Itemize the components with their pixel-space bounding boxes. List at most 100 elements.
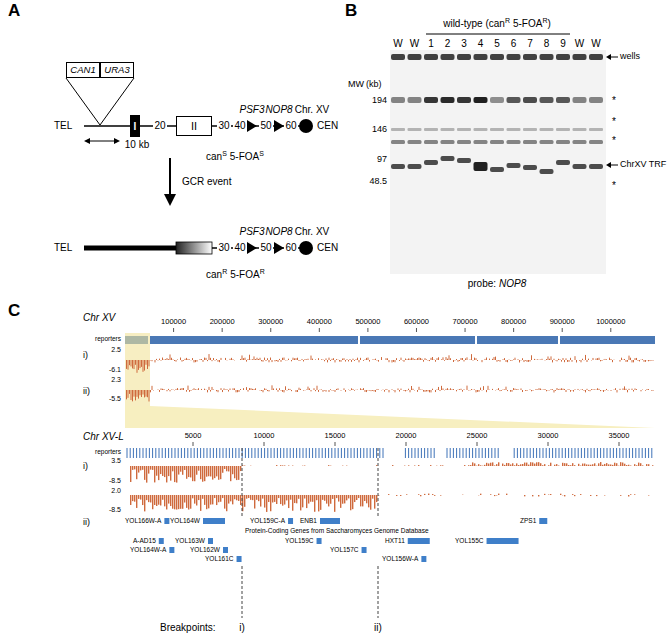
signal-bar: [576, 360, 577, 362]
signal-bar: [206, 389, 207, 390]
axis-tick: [548, 442, 549, 446]
reporter-tick: [549, 448, 550, 458]
gene-label: A-AD15: [133, 537, 156, 544]
signal-bar: [174, 360, 175, 361]
signal-bar: [203, 360, 204, 362]
signal-bar: [230, 466, 231, 481]
signal-bar: [366, 495, 367, 503]
signal-bar: [131, 360, 132, 366]
trf-band: [441, 156, 455, 161]
signal-bar: [554, 465, 555, 466]
signal-bar: [444, 390, 445, 391]
signal-bar: [342, 495, 343, 504]
signal-bar: [534, 359, 535, 360]
signal-bar: [137, 360, 138, 373]
well-band: [408, 54, 422, 60]
signal-bar: [624, 359, 625, 360]
signal-bar: [250, 465, 251, 466]
label: (kb): [366, 80, 382, 90]
well-band: [556, 54, 570, 60]
reporter-tick: [322, 448, 323, 458]
signal-bar: [258, 359, 259, 360]
signal-bar: [312, 495, 313, 502]
gene-box: I: [130, 115, 140, 137]
signal-bar: [484, 465, 485, 466]
signal-bar: [377, 360, 378, 362]
signal-bar: [423, 390, 424, 392]
signal-bar: [368, 495, 369, 507]
signal-bar: [159, 359, 160, 360]
signal-bar: [408, 389, 409, 390]
signal-bar: [282, 390, 283, 392]
signal-bar: [162, 389, 163, 390]
signal-bar: [422, 389, 423, 391]
signal-bar: [264, 495, 265, 508]
reporter-tick: [619, 448, 620, 458]
signal-bar: [198, 388, 199, 390]
signal-bar: [288, 495, 289, 508]
signal-bar: [428, 360, 429, 362]
reporter-tick: [546, 448, 547, 458]
signal-bar: [422, 359, 423, 360]
reporter-tick: [306, 448, 307, 458]
reporter-tick: [187, 448, 188, 458]
signal-bar: [538, 495, 539, 496]
signal-bar: [436, 465, 437, 466]
scale-arrow: [88, 141, 116, 142]
reporter-tick: [610, 448, 611, 458]
signal-bar: [537, 359, 538, 361]
signal-bar: [368, 358, 369, 360]
label: GCR event: [182, 176, 231, 187]
signal-bar: [338, 359, 339, 360]
signal-bar: [130, 495, 131, 505]
signal-bar: [647, 360, 648, 361]
gene-label: YOL155C: [455, 537, 484, 544]
signal-bar: [468, 465, 469, 467]
signal-bar: [407, 390, 408, 392]
signal-bar: [282, 495, 283, 506]
band: [523, 97, 537, 103]
reporter-tick: [459, 448, 460, 458]
reporter-tick: [418, 448, 419, 458]
band: [556, 128, 570, 131]
trf-band: [540, 169, 554, 174]
band: [391, 128, 405, 131]
signal-bar: [617, 390, 618, 392]
signal-bar: [326, 390, 327, 392]
signal-bar: [326, 495, 327, 504]
signal-bar: [164, 495, 165, 506]
signal-bar: [410, 390, 411, 392]
signal-bar: [218, 360, 219, 362]
signal-bar: [353, 359, 354, 360]
well-band: [573, 54, 587, 60]
signal-bar: [468, 390, 469, 391]
signal-bar: [426, 390, 427, 391]
signal-bar: [306, 495, 307, 508]
signal-bar: [179, 389, 180, 390]
signal-bar: [539, 359, 540, 360]
signal-bar: [161, 360, 162, 362]
reporter-tick: [635, 448, 636, 458]
signal-bar: [579, 390, 580, 391]
signal-bar: [483, 386, 484, 390]
label: 10000: [254, 432, 275, 440]
signal-bar: [641, 359, 642, 360]
signal-bar: [132, 360, 133, 368]
signal-bar: [636, 358, 637, 360]
reporter-tick: [427, 448, 428, 458]
signal-bar: [372, 495, 373, 499]
signal-bar: [580, 494, 581, 496]
signal-bar: [521, 388, 522, 390]
signal-bar: [246, 360, 247, 362]
signal-bar: [548, 494, 549, 495]
signal-bar: [156, 359, 157, 360]
reporter-tick: [255, 448, 256, 458]
signal-bar: [194, 466, 195, 481]
signal-bar: [572, 494, 573, 496]
signal-bar: [240, 359, 241, 360]
well-band: [457, 54, 471, 60]
signal-bar: [418, 494, 419, 496]
signal-bar: [492, 389, 493, 390]
band: [441, 140, 455, 144]
signal-bar: [381, 390, 382, 391]
